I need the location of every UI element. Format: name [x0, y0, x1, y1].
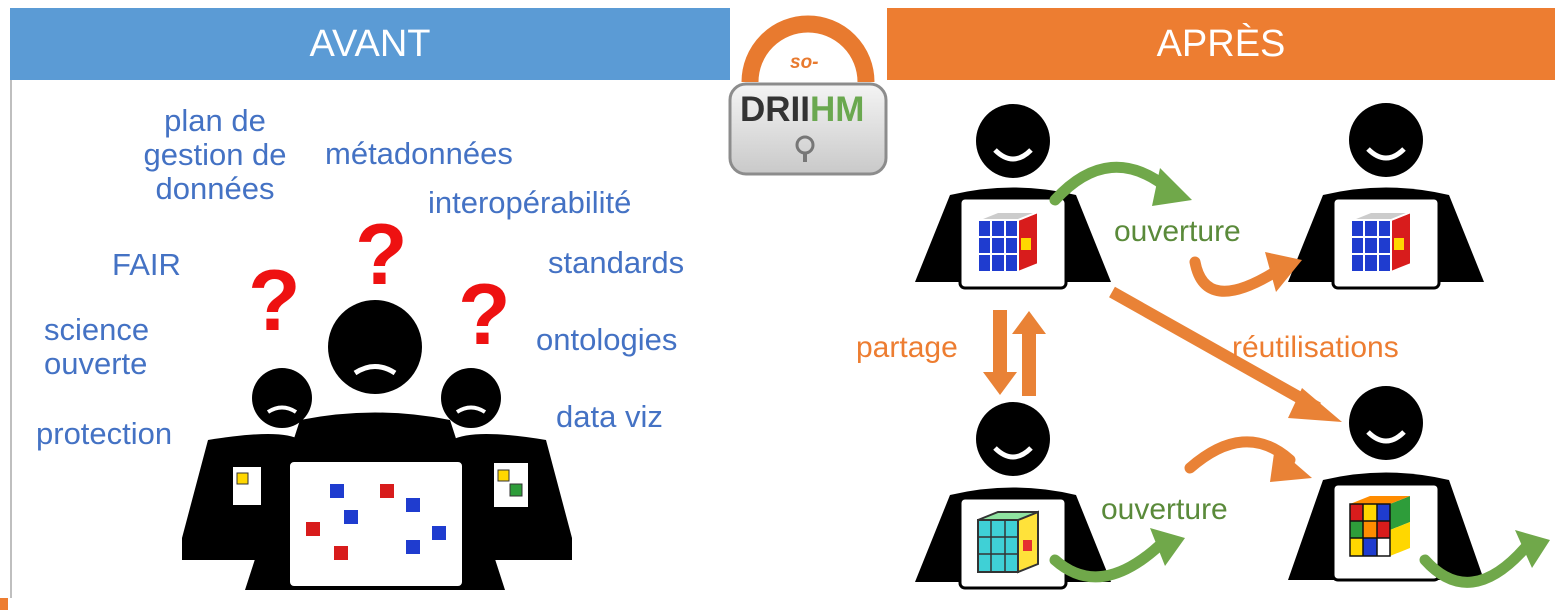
logo-name-green: HM	[810, 90, 865, 129]
logo-name: DRIIHM	[740, 92, 864, 128]
logo-prefix: so-	[790, 52, 819, 73]
concept-line: science	[44, 312, 150, 347]
concept-standards: standards	[548, 245, 685, 280]
person-icon	[182, 368, 312, 560]
question-mark-right: ?	[458, 267, 511, 363]
arrow-head	[1150, 528, 1185, 566]
concept-data-management-plan: plan de gestion de données	[120, 104, 310, 206]
rubiks-cube-icon	[1350, 210, 1412, 274]
after-header: APRÈS	[887, 8, 1555, 80]
curved-arrow-icon	[1419, 542, 1531, 588]
curved-arrow-icon	[1184, 436, 1296, 474]
concept-fair: FAIR	[112, 247, 181, 282]
concept-line: données	[155, 171, 275, 206]
person-icon	[915, 104, 1111, 290]
before-header: AVANT	[10, 8, 730, 80]
laptop-icon	[1331, 482, 1441, 582]
rubiks-cube-icon	[977, 210, 1039, 274]
label-opening-bottom: ouverture	[1101, 493, 1228, 526]
concept-ontologies: ontologies	[536, 322, 678, 357]
laptop-icon	[1331, 196, 1441, 290]
arrow-head	[1152, 168, 1192, 206]
before-header-label: AVANT	[309, 22, 431, 65]
arrow-head	[1265, 252, 1302, 292]
arrow-head	[1270, 446, 1312, 482]
concept-protection: protection	[36, 416, 173, 451]
laptop-icon	[231, 465, 263, 507]
laptop-icon	[286, 458, 466, 590]
label-opening-top: ouverture	[1114, 215, 1241, 248]
person-icon	[915, 402, 1111, 590]
concept-interoperability: interopérabilité	[428, 185, 632, 220]
curved-arrow-icon	[1189, 256, 1281, 297]
rubiks-cube-icon	[1349, 496, 1410, 557]
straight-arrow-icon	[1012, 311, 1046, 396]
curved-arrow-icon	[1049, 161, 1176, 206]
laptop-icon	[958, 196, 1068, 290]
concept-data-viz: data viz	[556, 399, 663, 434]
logo-name-dark: DRII	[740, 90, 810, 129]
concept-metadata: métadonnées	[325, 136, 513, 171]
straight-arrow-icon	[983, 310, 1017, 395]
left-border	[10, 80, 12, 598]
laptop-icon	[958, 496, 1068, 590]
arrow-head	[1515, 530, 1550, 568]
after-header-label: APRÈS	[1156, 22, 1286, 65]
concept-line: gestion de	[143, 137, 287, 172]
curved-arrow-icon	[1049, 539, 1166, 583]
label-reuses: réutilisations	[1232, 331, 1399, 364]
label-sharing: partage	[856, 331, 958, 364]
concept-line: plan de	[164, 103, 266, 138]
corner-accent	[0, 598, 8, 610]
person-icon	[1288, 103, 1484, 290]
person-icon	[1288, 386, 1484, 582]
concept-line: ouverte	[44, 346, 148, 381]
keyhole	[795, 135, 815, 155]
question-mark-left: ?	[248, 253, 301, 349]
person-icon	[441, 368, 572, 560]
scattered-cubes	[306, 484, 446, 560]
concept-open-science: science ouverte	[44, 313, 149, 381]
laptop-icon	[492, 461, 530, 509]
rubiks-cube-icon	[977, 510, 1039, 574]
question-mark-center: ?	[355, 207, 408, 303]
